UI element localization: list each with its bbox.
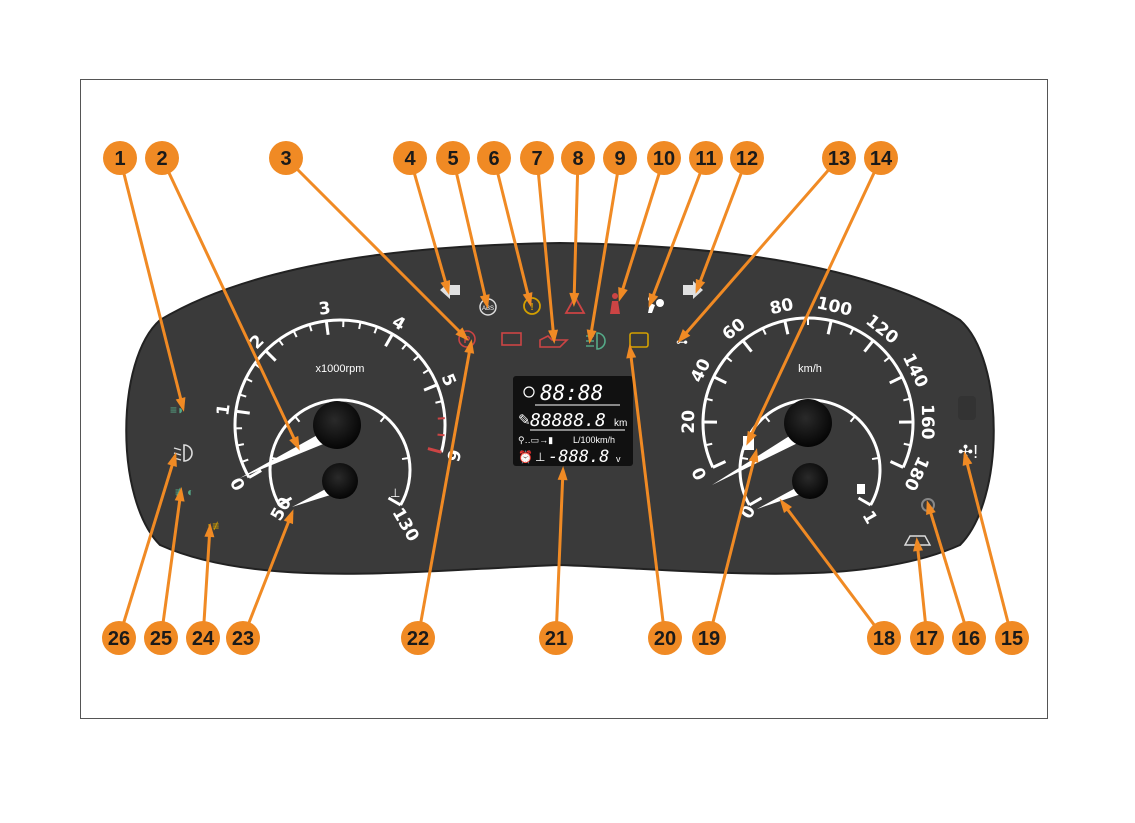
odometer-value: 88888.8: [530, 410, 606, 431]
callout-number: 21: [545, 628, 567, 650]
callout-number: 17: [916, 628, 938, 650]
callout-number: 5: [447, 148, 458, 170]
fuel-icon: [857, 484, 865, 494]
blank-indicator: [958, 396, 976, 420]
callout-number: 13: [828, 148, 850, 170]
voltage-unit: v: [616, 454, 621, 464]
temperature-tick: [402, 458, 409, 459]
callout-number: 23: [232, 628, 254, 650]
lcd-display: 88:88 ✎ 88888.8 km ⚲‥▭→▮ L/100km/h ⏰ ⊥ -…: [513, 376, 633, 467]
callout-number: 19: [698, 628, 720, 650]
callout-number: 10: [653, 148, 675, 170]
callout-number: 4: [404, 148, 416, 170]
callout-number: 15: [1001, 628, 1023, 650]
callout-number: 16: [958, 628, 980, 650]
callout-number: 14: [870, 148, 893, 170]
callout-number: 6: [488, 148, 499, 170]
callout-number: 11: [695, 148, 716, 170]
callout-number: 9: [614, 148, 625, 170]
callout-number: 20: [654, 628, 676, 650]
callout-number: 2: [156, 148, 167, 170]
callout-number: 12: [736, 148, 758, 170]
speedometer-knob: [784, 399, 832, 447]
odometer-unit: km: [614, 418, 627, 429]
callout-number: 26: [108, 628, 130, 650]
coolant-lcd-icon: ⊥: [535, 450, 545, 464]
clock-value: 88:88: [540, 381, 603, 405]
callout-number: 1: [114, 148, 125, 170]
alarm-icon: ⏰: [518, 449, 533, 464]
callout-number: 24: [192, 628, 215, 650]
callout-number: 22: [407, 628, 429, 650]
tachometer-tick: [438, 435, 445, 436]
callout-number: 25: [150, 628, 172, 650]
callout-number: 18: [873, 628, 895, 650]
callout-number: 8: [572, 148, 583, 170]
tachometer-knob: [313, 401, 361, 449]
speedometer-tick-label: 160: [917, 404, 937, 440]
svg-text:⊥: ⊥: [390, 486, 400, 500]
tachometer-tick: [326, 321, 328, 335]
coolant-icon: ⊥: [390, 486, 400, 500]
tachometer-tick: [236, 411, 250, 413]
callout-number: 3: [280, 148, 291, 170]
callout-number: 7: [531, 148, 542, 170]
fuel-tick: [872, 458, 879, 459]
fuel-tick: [741, 458, 748, 459]
tachometer-tick: [359, 322, 360, 329]
tachometer-unit: x1000rpm: [316, 363, 365, 375]
speedometer-tick-label: 20: [679, 410, 699, 434]
speedometer-unit: km/h: [798, 363, 822, 375]
tachometer-tick: [237, 444, 244, 445]
temperature-knob: [322, 463, 358, 499]
consumption-unit: L/100km/h: [573, 435, 615, 445]
voltage-value: -888.8: [548, 447, 609, 467]
consumption-icons: ⚲‥▭→▮: [518, 435, 553, 445]
wrench-icon: ✎: [518, 412, 531, 429]
fuel-knob: [792, 463, 828, 499]
